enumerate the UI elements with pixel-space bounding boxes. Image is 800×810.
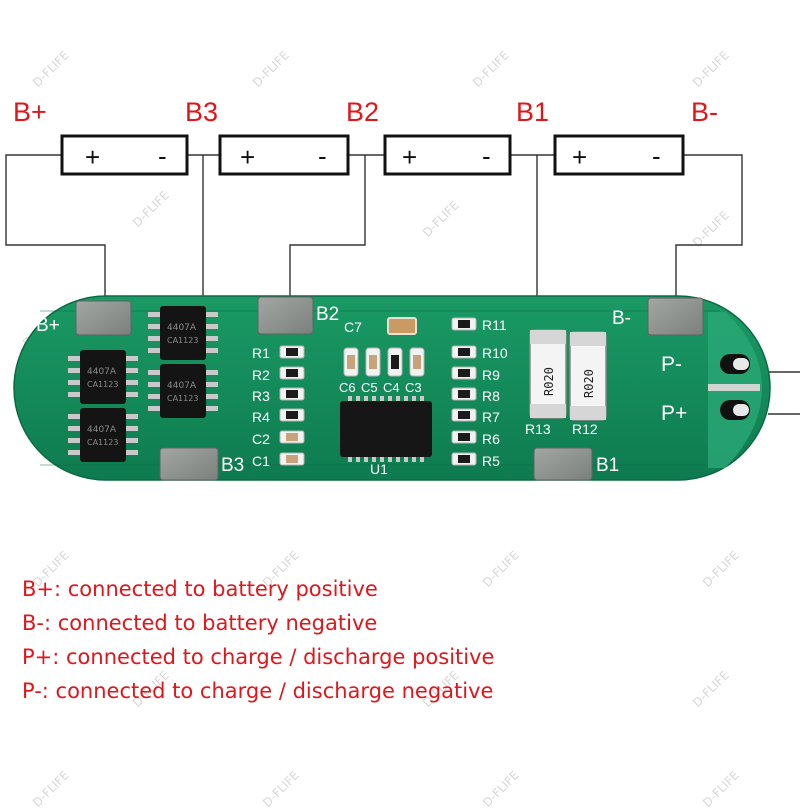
legend-bminus: B-: connected to battery negative — [22, 611, 378, 635]
pad-b3 — [159, 447, 219, 481]
pad-label-b2: B2 — [316, 304, 339, 325]
chip-marking-2: CA1123 — [87, 438, 118, 447]
label-c4: C4 — [383, 380, 400, 395]
output-label-pminus: P- — [661, 353, 682, 376]
terminal-legend: B+: connected to battery positive B-: co… — [22, 572, 494, 708]
pplus-terminal-hole — [720, 400, 750, 420]
label-r12: R12 — [572, 421, 598, 437]
shunt-marking: R020 — [582, 369, 596, 398]
pad-bplus — [75, 300, 132, 336]
capacitor-row — [343, 347, 425, 377]
mosfet-chip: 4407A CA1123 — [68, 350, 138, 404]
battery-cell: + - — [60, 134, 189, 176]
cell-plus-terminal: + — [85, 142, 100, 172]
pad-b2 — [257, 296, 314, 335]
label-r5: R5 — [482, 453, 500, 469]
pad-label-b3: B3 — [221, 455, 244, 476]
label-r2: R2 — [252, 367, 270, 383]
pad-label-b1: B1 — [596, 455, 619, 476]
chip-marking-1: 4407A — [87, 367, 117, 377]
smd-left-bodies — [286, 348, 298, 463]
cell-plus-terminal: + — [572, 142, 587, 172]
label-r1: R1 — [252, 345, 270, 361]
label-c1: C1 — [252, 453, 270, 469]
legend-pminus: P-: connected to charge / discharge nega… — [22, 679, 494, 703]
label-c6: C6 — [339, 380, 356, 395]
label-r6: R6 — [482, 431, 500, 447]
label-r13: R13 — [525, 421, 551, 437]
node-label-b1: B1 — [516, 97, 550, 127]
label-r8: R8 — [482, 388, 500, 404]
legend-bplus: B+: connected to battery positive — [22, 577, 378, 601]
node-label-bminus: B- — [691, 97, 718, 127]
label-c3: C3 — [405, 380, 422, 395]
label-r10: R10 — [482, 345, 508, 361]
cell-minus-terminal: - — [318, 141, 327, 171]
chip-marking-1: 4407A — [87, 425, 117, 435]
battery-cell: + - — [218, 134, 350, 176]
shunt-resistor-r12 — [569, 331, 607, 421]
pcb-board: 4407A CA1123 4407A CA1123 4407A CA1123 4… — [13, 295, 771, 481]
label-r11: R11 — [482, 317, 507, 333]
capacitor-c7 — [387, 317, 417, 335]
pad-b1 — [533, 447, 593, 481]
pad-bminus — [647, 297, 704, 336]
chip-marking-2: CA1123 — [87, 380, 118, 389]
ic-u1 — [340, 396, 432, 462]
label-u1: U1 — [370, 461, 388, 477]
pad-label-bplus: B+ — [36, 315, 60, 336]
cell-minus-terminal: - — [158, 141, 167, 171]
mosfet-chip: 4407A CA1123 — [68, 408, 138, 462]
cell-minus-terminal: - — [482, 141, 491, 171]
node-label-b3: B3 — [185, 97, 219, 127]
label-c2: C2 — [252, 431, 270, 447]
legend-pplus: P+: connected to charge / discharge posi… — [22, 645, 495, 669]
chip-marking-2: CA1123 — [167, 394, 198, 403]
mosfet-chip: 4407A CA1123 — [148, 306, 218, 360]
cell-plus-terminal: + — [402, 142, 417, 172]
shunt-resistor-r13 — [529, 329, 567, 419]
pminus-terminal-hole — [720, 354, 750, 374]
cell-plus-terminal: + — [240, 142, 255, 172]
battery-cell: + - — [553, 134, 685, 176]
mosfet-chip: 4407A CA1123 — [148, 364, 218, 418]
output-divider — [708, 384, 760, 391]
output-label-pplus: P+ — [661, 402, 687, 425]
label-c5: C5 — [361, 380, 378, 395]
wire-b2 — [289, 154, 385, 300]
shunt-marking: R020 — [542, 367, 556, 396]
label-c7: C7 — [344, 319, 362, 335]
wire-bplus — [5, 154, 106, 300]
cell-minus-terminal: - — [652, 141, 661, 171]
label-r7: R7 — [482, 409, 500, 425]
chip-marking-1: 4407A — [167, 381, 197, 391]
battery-cell: + - — [383, 134, 512, 176]
pcb-via-dots — [40, 310, 720, 466]
pad-label-bminus: B- — [612, 308, 631, 329]
chip-marking-2: CA1123 — [167, 336, 198, 345]
label-r3: R3 — [252, 388, 270, 404]
node-label-bplus: B+ — [13, 97, 47, 127]
label-r4: R4 — [252, 409, 270, 425]
label-r9: R9 — [482, 367, 500, 383]
chip-marking-1: 4407A — [167, 323, 197, 333]
wire-bminus — [675, 154, 743, 300]
node-label-b2: B2 — [346, 97, 380, 127]
smd-right-bodies — [458, 320, 470, 463]
